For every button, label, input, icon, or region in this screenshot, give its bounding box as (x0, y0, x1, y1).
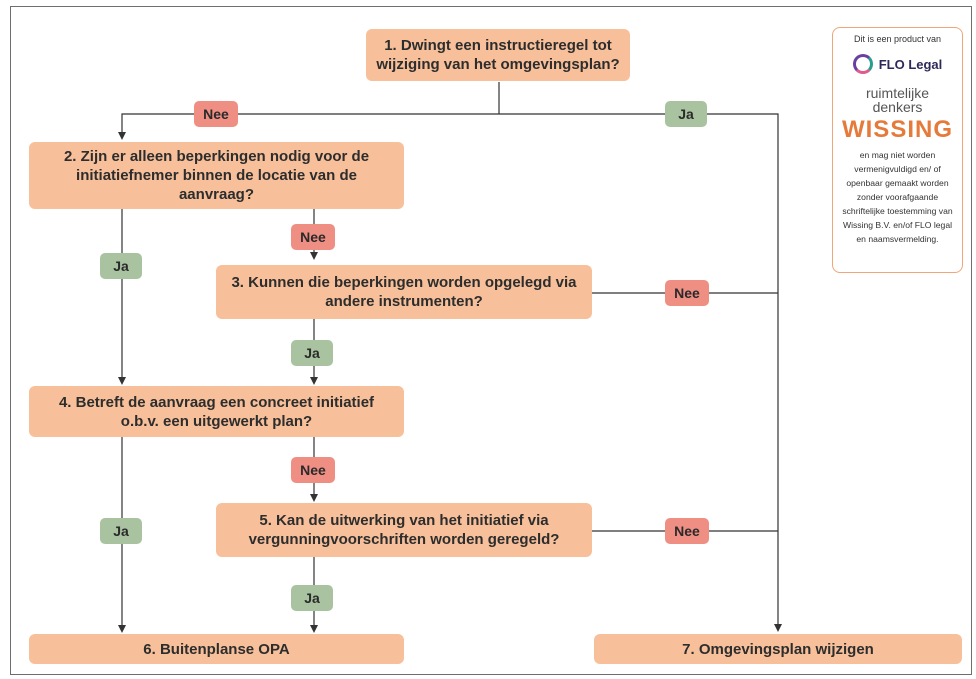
question-1-text: 1. Dwingt een instructieregel tot wijzig… (376, 37, 620, 73)
outcome-7-box: 7. Omgevingsplan wijzigen (594, 634, 962, 664)
diagram-frame (10, 6, 972, 675)
question-4-text: 4. Betreft de aanvraag een concreet init… (58, 393, 375, 430)
flo-legal-logo: FLO Legal (833, 54, 962, 74)
rd-line-1: ruimtelijke (865, 85, 929, 101)
wissing-logo: WISSING (841, 116, 953, 143)
q5-nee-label: Nee (665, 518, 709, 544)
question-3-box: 3. Kunnen die beperkingen worden opgeleg… (216, 265, 592, 319)
edge-q1-nee (118, 113, 499, 140)
q2-ja-label: Ja (100, 253, 142, 279)
q5-ja-label: Ja (291, 585, 333, 611)
question-4-box: 4. Betreft de aanvraag een concreet init… (29, 386, 404, 437)
q3-ja-label: Ja (291, 340, 333, 366)
question-5-text: 5. Kan de uitwerking van het initiatief … (248, 512, 560, 548)
credit-intro: Dit is een product van (853, 34, 942, 44)
q3-nee-label: Nee (665, 280, 709, 306)
q1-ja-label: Ja (665, 101, 707, 127)
q1-nee-label: Nee (194, 101, 238, 127)
q4-ja-label: Ja (100, 518, 142, 544)
rd-line-2: denkers (872, 99, 923, 115)
question-2-box: 2. Zijn er alleen beperkingen nodig voor… (29, 142, 404, 209)
flo-legal-name: FLO Legal (878, 56, 943, 72)
q4-nee-label: Nee (291, 457, 335, 483)
flo-ring-icon (852, 54, 873, 74)
q2-nee-label: Nee (291, 224, 335, 250)
question-3-text: 3. Kunnen die beperkingen worden opgeleg… (231, 274, 577, 310)
credit-box: Dit is een product van FLO Legal ruimtel… (832, 27, 963, 273)
ruimtelijke-denkers-logo: ruimtelijke denkers (833, 86, 962, 114)
question-2-text: 2. Zijn er alleen beperkingen nodig voor… (63, 148, 370, 203)
credit-note: en mag niet worden vermenigvuldigd en/ o… (842, 150, 953, 244)
question-1-box: 1. Dwingt een instructieregel tot wijzig… (366, 29, 630, 81)
edge-q1-ja (499, 113, 782, 632)
outcome-6-box: 6. Buitenplanse OPA (29, 634, 404, 664)
outcome-6-text: 6. Buitenplanse OPA (143, 640, 290, 658)
question-5-box: 5. Kan de uitwerking van het initiatief … (216, 503, 592, 557)
outcome-7-text: 7. Omgevingsplan wijzigen (682, 640, 874, 658)
